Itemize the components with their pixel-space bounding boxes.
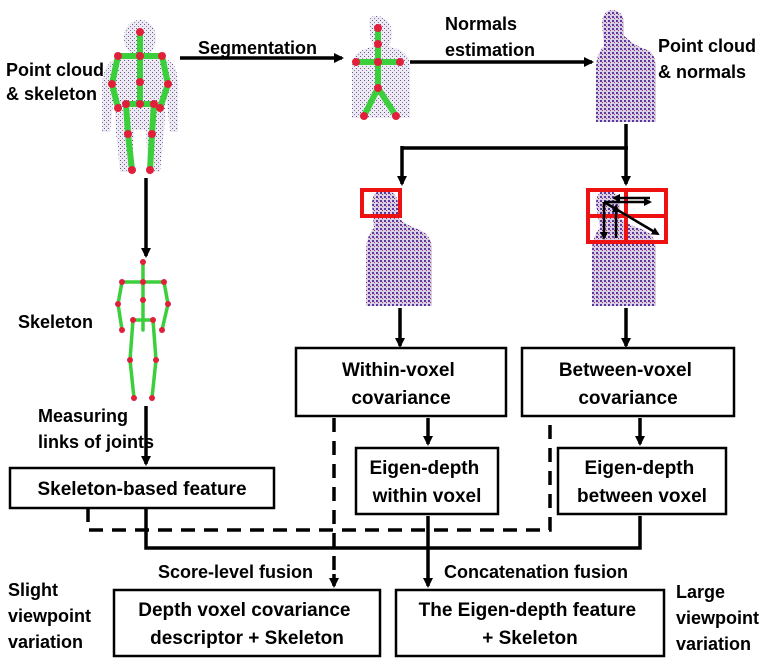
normals-estimation-label: Normals estimation	[445, 14, 535, 60]
upper-skeleton-overlay	[352, 24, 404, 120]
eigen-depth-between-box	[556, 446, 728, 516]
between-voxel-covariance-box	[520, 346, 736, 418]
skeleton-label: Skeleton	[18, 312, 93, 332]
skeleton-feature-box	[8, 466, 276, 510]
concat-fusion-solid-line	[144, 508, 642, 550]
between-voxel-point-cloud	[592, 190, 656, 306]
point-cloud-skeleton-figure	[102, 20, 178, 174]
eigen-depth-between-text: Eigen-depth between voxel	[577, 458, 707, 507]
point-cloud-normals-label: Point cloud & normals	[658, 36, 761, 82]
eigen-depth-within-box	[354, 446, 500, 516]
between-voxel-covariance-text: Between-voxel covariance	[559, 360, 697, 409]
upper-body-skeleton-figure	[352, 16, 410, 120]
stick-skeleton-figure	[115, 259, 171, 401]
within-voxel-covariance-text: Within-voxel covariance	[342, 360, 460, 409]
score-level-fusion-label: Score-level fusion	[158, 562, 313, 582]
concatenation-fusion-label: Concatenation fusion	[444, 562, 628, 582]
normals-point-cloud	[596, 10, 656, 122]
depth-voxel-descriptor-box	[112, 588, 382, 658]
skeleton-feature-text: Skeleton-based feature	[37, 479, 246, 500]
within-voxel-covariance-box	[294, 346, 508, 418]
voxel-relation-arrows	[600, 194, 660, 240]
within-voxel-figure	[360, 188, 432, 306]
eigen-depth-feature-text: The Eigen-depth feature + Skeleton	[419, 600, 642, 649]
large-viewpoint-label: Large viewpoint variation	[676, 582, 764, 654]
point-cloud-skeleton-label: Point cloud & skeleton	[6, 60, 109, 104]
measuring-links-label: Measuring links of joints	[38, 406, 154, 452]
skeleton-overlay	[108, 28, 172, 174]
slight-viewpoint-label: Slight viewpoint variation	[8, 580, 96, 652]
within-voxel-point-cloud	[366, 190, 432, 306]
between-voxel-figure	[586, 188, 668, 306]
eigen-depth-feature-box	[394, 588, 666, 658]
eigen-depth-within-text: Eigen-depth within voxel	[369, 458, 484, 507]
score-fusion-dashed-line	[86, 420, 552, 532]
depth-voxel-descriptor-text: Depth voxel covariance descriptor + Skel…	[138, 600, 356, 649]
within-voxel-highlight	[360, 188, 402, 218]
segmentation-label: Segmentation	[198, 38, 317, 58]
